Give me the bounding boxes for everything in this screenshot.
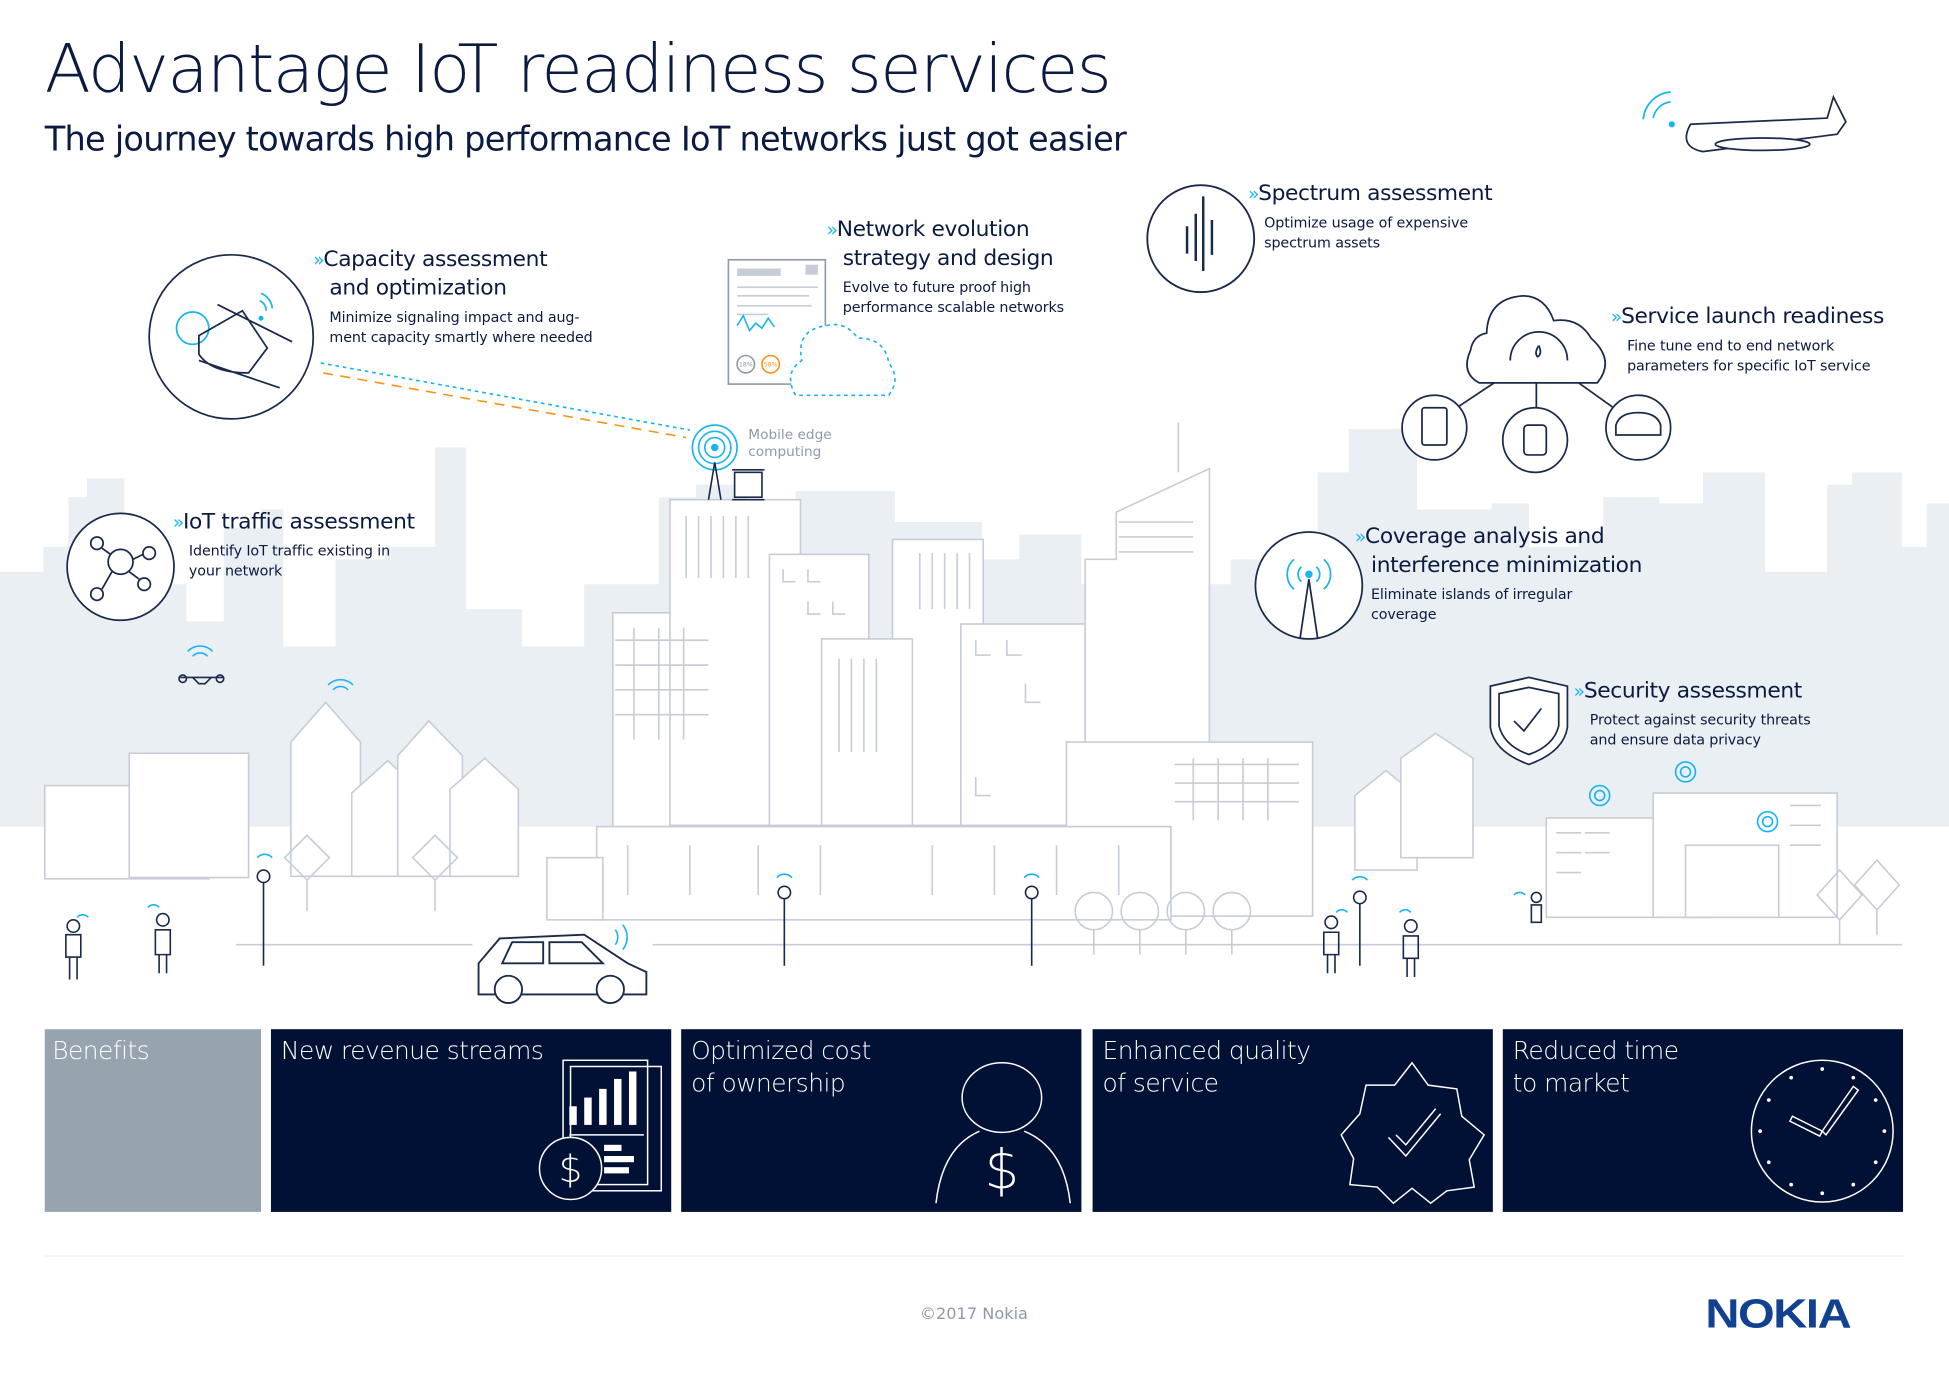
benefit-title: Reduced time — [1512, 1035, 1679, 1066]
trees — [283, 834, 1901, 955]
person-dollar-icon: $ — [935, 1062, 1071, 1204]
service-description: parameters for specific IoT service — [1627, 356, 1871, 374]
drone-icon — [178, 674, 225, 685]
shield-check-icon — [1489, 676, 1569, 766]
benefits-header: Benefits — [44, 1029, 262, 1212]
service-description: your network — [188, 561, 283, 579]
document-cloud-icon: 18% 58% — [727, 258, 896, 397]
mec-label-line: computing — [748, 443, 822, 460]
chevron-icon: » — [1247, 182, 1260, 206]
clock-icon — [1750, 1059, 1894, 1203]
badge-check-icon — [1340, 1061, 1486, 1205]
cloud-gauge-icon — [1401, 294, 1672, 474]
benefit-title: Enhanced quality — [1102, 1035, 1311, 1066]
mec-tower-icon — [691, 424, 765, 501]
revenue-chart-icon: $ — [538, 1059, 663, 1201]
service-title: interference minimization — [1371, 553, 1643, 578]
mec-label: Mobile edge computing — [748, 426, 831, 461]
benefit-title: of ownership — [691, 1067, 846, 1098]
page-subtitle: The journey towards high performance IoT… — [44, 120, 1127, 160]
service-security: »Security assessment Protect against sec… — [1574, 677, 1811, 749]
benefit-card: Enhanced quality of service — [1092, 1029, 1493, 1212]
svg-text:$: $ — [559, 1147, 583, 1191]
service-coverage: »Coverage analysis and interference mini… — [1354, 523, 1643, 624]
benefits-label: Benefits — [52, 1035, 150, 1066]
connection-line-cyan — [320, 362, 691, 431]
svg-text:$: $ — [984, 1137, 1019, 1201]
doc-badge-2: 58% — [764, 362, 778, 369]
benefit-title: Optimized cost — [691, 1035, 871, 1066]
chevron-icon: » — [1573, 679, 1586, 703]
service-description: and ensure data privacy — [1589, 730, 1761, 748]
benefit-card: Reduced time to market — [1502, 1029, 1904, 1212]
service-title: and optimization — [329, 275, 507, 301]
service-network-evolution: »Network evolution strategy and design E… — [827, 216, 1064, 317]
street-lamps — [256, 869, 1367, 966]
service-description: Minimize signaling impact and aug- — [329, 308, 580, 326]
service-title: IoT traffic assessment — [182, 509, 415, 535]
service-description: Eliminate islands of irregular — [1371, 585, 1573, 603]
satellite-icon — [148, 253, 315, 420]
chevron-icon: » — [172, 510, 185, 534]
airplane-icon — [1642, 91, 1847, 153]
page-title: Advantage IoT readiness services — [44, 29, 1112, 109]
benefit-card: New revenue streams $ — [270, 1029, 672, 1212]
doc-badge-1: 18% — [739, 362, 753, 369]
footer-divider — [44, 1255, 1905, 1257]
chevron-icon: » — [313, 248, 325, 271]
chevron-icon: » — [1354, 525, 1367, 549]
chevron-icon: » — [1610, 305, 1623, 329]
service-title: Service launch readiness — [1621, 304, 1884, 330]
service-title: strategy and design — [842, 246, 1054, 271]
service-title: Spectrum assessment — [1258, 181, 1493, 207]
service-title: Coverage analysis and — [1365, 524, 1605, 550]
service-description: Optimize usage of expensive — [1264, 213, 1469, 232]
chevron-icon: » — [826, 218, 839, 242]
service-description: Fine tune end to end network — [1627, 336, 1835, 355]
antenna-tower-icon — [1254, 531, 1364, 640]
service-description: Evolve to future proof high — [842, 278, 1031, 296]
service-description: performance scalable networks — [842, 297, 1064, 316]
nokia-logo: NOKIA — [1705, 1290, 1851, 1337]
service-spectrum: »Spectrum assessment Optimize usage of e… — [1247, 180, 1493, 252]
service-description: ment capacity smartly where needed — [329, 327, 593, 345]
service-launch-readiness: »Service launch readiness Fine tune end … — [1611, 303, 1884, 375]
benefit-title: to market — [1512, 1067, 1630, 1098]
benefit-card: Optimized cost of ownership $ — [681, 1029, 1082, 1212]
service-capacity: »Capacity assessment and optimization Mi… — [313, 246, 593, 347]
connection-line-orange — [323, 372, 687, 439]
service-description: spectrum assets — [1264, 233, 1380, 251]
people-icons — [65, 891, 1543, 980]
windows — [615, 515, 1821, 895]
mec-label-line: Mobile edge — [748, 426, 832, 443]
benefit-title: of service — [1102, 1067, 1219, 1098]
service-title: Capacity assessment — [323, 247, 548, 273]
buildings — [43, 422, 1838, 921]
service-description: coverage — [1371, 604, 1437, 623]
car-icon — [477, 933, 648, 1005]
service-description: Protect against security threats — [1589, 710, 1811, 729]
service-title: Network evolution — [836, 217, 1030, 243]
benefit-title: New revenue streams — [280, 1035, 544, 1066]
spectrum-bars-icon — [1146, 184, 1256, 294]
wifi-signal-icons — [76, 645, 1779, 951]
service-title: Security assessment — [1583, 678, 1802, 704]
network-nodes-icon — [66, 512, 175, 622]
service-description: Identify IoT traffic existing in — [188, 541, 391, 560]
service-iot-traffic: »IoT traffic assessment Identify IoT tra… — [173, 508, 415, 580]
copyright: ©2017 Nokia — [919, 1305, 1028, 1324]
